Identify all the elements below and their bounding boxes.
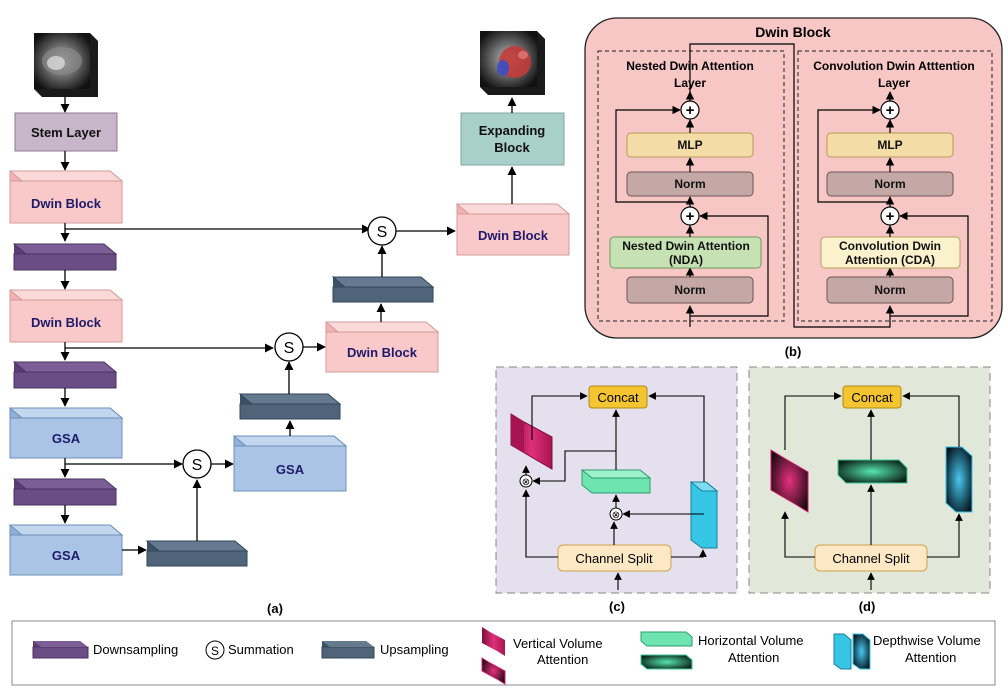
- conv-norm-2-label: Norm: [874, 177, 905, 191]
- conv-norm-1-label: Norm: [874, 283, 905, 297]
- legend-horizontal-label-2: Attention: [728, 650, 779, 665]
- dwin-block-1-label: Dwin Block: [31, 196, 102, 211]
- vertical-volume-attention-dark-block: [770, 449, 809, 513]
- legend-horizontal-attention-swatch: [640, 631, 693, 670]
- gsa-block-1: [8, 407, 124, 459]
- segmentation-output-image: [480, 31, 545, 95]
- convolution-dwin-attention-layer: [797, 50, 993, 322]
- legend-depthwise-attention-swatch: [833, 633, 871, 670]
- panel-d-channel-split-label: Channel Split: [832, 551, 910, 566]
- downsampling-block-2: [12, 361, 118, 389]
- nested-norm-1-label: Norm: [674, 283, 705, 297]
- downsampling-block-1: [12, 243, 118, 271]
- conv-add-2-label: +: [886, 102, 895, 119]
- stem-layer-label: Stem Layer: [31, 125, 101, 140]
- upsampling-block-3: [331, 276, 435, 303]
- legend-depthwise-label-1: Depthwise Volume: [873, 633, 981, 648]
- nested-add-1-label: +: [686, 208, 695, 225]
- dwin-block-3-label: Dwin Block: [347, 345, 418, 360]
- nested-dwin-attention-layer: [597, 50, 785, 322]
- summation-node-3-label: S: [377, 224, 388, 241]
- dwin-block-2: [8, 289, 124, 343]
- caption-c: (c): [609, 599, 625, 614]
- legend-upsampling-label: Upsampling: [380, 642, 449, 657]
- panel-c-channel-split-label: Channel Split: [575, 551, 653, 566]
- gsa-block-2-label: GSA: [52, 548, 81, 563]
- dwin-block-1: [8, 170, 124, 224]
- upsampling-block-2: [238, 393, 342, 420]
- legend-downsampling-label: Downsampling: [93, 642, 178, 657]
- expanding-block: [460, 112, 565, 166]
- legend-vertical-attention-swatch: [481, 627, 506, 685]
- conv-layer-title-2: Layer: [878, 76, 910, 90]
- nested-norm-2-label: Norm: [674, 177, 705, 191]
- cda-label-1: Convolution Dwin: [839, 239, 941, 253]
- legend-vertical-label-1: Vertical Volume: [513, 636, 603, 651]
- nested-mlp-label: MLP: [677, 138, 702, 152]
- horizontal-volume-attention-block: [580, 469, 652, 494]
- ct-scan-input-image: [34, 33, 98, 97]
- dwin-block-4: [455, 203, 571, 256]
- legend-downsampling-swatch: [32, 641, 89, 659]
- expanding-block-label-2: Block: [494, 140, 530, 155]
- conv-add-1-label: +: [886, 208, 895, 225]
- legend-depthwise-label-2: Attention: [905, 650, 956, 665]
- summation-node-2-label: S: [284, 340, 295, 357]
- caption-b: (b): [785, 344, 802, 359]
- expanding-block-label-1: Expanding: [479, 123, 546, 138]
- conv-layer-title-1: Convolution Dwin Atttention: [813, 59, 975, 73]
- panel-b-title: Dwin Block: [755, 24, 831, 40]
- depthwise-volume-attention-block: [689, 481, 719, 549]
- cda-label-2: Attention (CDA): [845, 253, 935, 267]
- downsampling-block-3: [12, 478, 118, 506]
- panel-d-concat: [842, 385, 902, 409]
- legend-summation-label: Summation: [228, 642, 294, 657]
- panel-d-concat-label: Concat: [851, 390, 893, 405]
- gsa-block-3: [232, 435, 348, 492]
- legend-horizontal-label-1: Horizontal Volume: [698, 633, 804, 648]
- vertical-volume-attention-block: [510, 413, 553, 470]
- gsa-block-3-label: GSA: [276, 462, 305, 477]
- caption-a: (a): [267, 601, 283, 616]
- gsa-block-2: [8, 524, 124, 576]
- legend-summation-symbol-label: S: [211, 644, 219, 658]
- stem-layer: [14, 112, 118, 152]
- gsa-block-1-label: GSA: [52, 431, 81, 446]
- nested-dwin-attention-nda: [609, 236, 762, 269]
- legend-summation-symbol: [205, 640, 225, 660]
- nda-label-1: Nested Dwin Attention: [622, 239, 750, 253]
- legend-upsampling-swatch: [321, 641, 375, 659]
- caption-d: (d): [859, 599, 876, 614]
- nested-add-2-label: +: [686, 102, 695, 119]
- panel-c-multiply-node-2-label: ⊗: [612, 510, 620, 521]
- dwin-block-4-label: Dwin Block: [478, 228, 549, 243]
- panel-c-multiply-node-1-label: ⊗: [522, 477, 530, 488]
- summation-node-1-label: S: [192, 457, 203, 474]
- upsampling-block-1: [145, 540, 249, 567]
- nda-label-2: (NDA): [669, 253, 703, 267]
- dwin-block-3: [324, 321, 440, 373]
- conv-mlp-label: MLP: [877, 138, 902, 152]
- legend-vertical-label-2: Attention: [537, 652, 588, 667]
- dwin-block-2-label: Dwin Block: [31, 315, 102, 330]
- panel-c-concat: [588, 385, 648, 409]
- horizontal-volume-attention-dark-block: [837, 459, 908, 484]
- panel-c-concat-label: Concat: [597, 390, 639, 405]
- depthwise-volume-attention-dark-block: [945, 446, 973, 513]
